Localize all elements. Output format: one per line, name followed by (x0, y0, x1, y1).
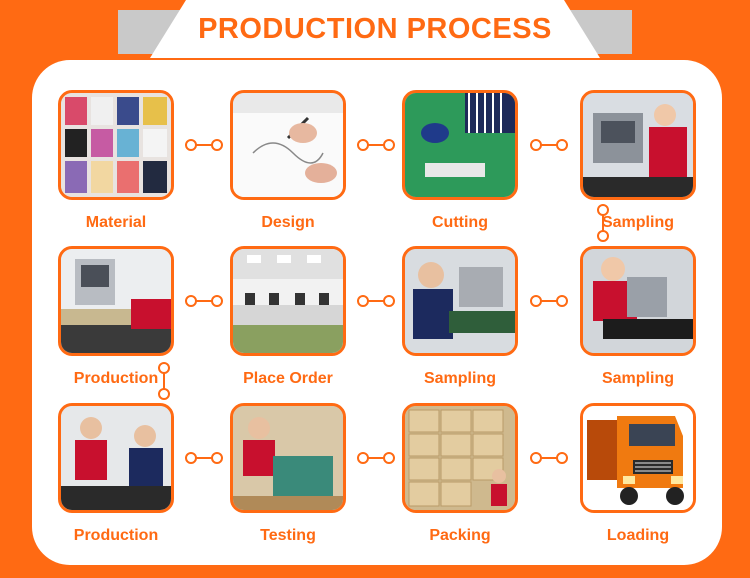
production-photo (58, 246, 174, 356)
connector-arrow (357, 451, 395, 465)
connector-arrow (157, 362, 171, 400)
truck-icon (583, 406, 693, 510)
banner-plate: PRODUCTION PROCESS (150, 0, 600, 58)
step-production-2: Production (58, 403, 174, 544)
step-label: Packing (429, 527, 491, 544)
connector-arrow (185, 451, 223, 465)
step-label: Place Order (243, 370, 333, 387)
step-label: Material (85, 214, 147, 231)
step-testing: Testing (230, 403, 346, 544)
step-cutting: Cutting (402, 90, 518, 231)
step-place-order: Place Order (230, 246, 346, 387)
sampling-photo (580, 90, 696, 200)
step-label: Cutting (432, 214, 488, 231)
header-banner: PRODUCTION PROCESS (0, 0, 750, 60)
step-design: Design (230, 90, 346, 231)
connector-arrow (357, 138, 395, 152)
connector-arrow (357, 294, 395, 308)
step-label: Sampling (601, 214, 674, 231)
packing-photo (402, 403, 518, 513)
loading-photo (580, 403, 696, 513)
step-label: Design (261, 214, 315, 231)
connector-arrow (530, 294, 568, 308)
sampling-photo (402, 246, 518, 356)
step-label: Sampling (601, 370, 674, 387)
step-material: Material (58, 90, 174, 231)
step-label: Loading (606, 527, 670, 544)
step-sampling-2: Sampling (402, 246, 518, 387)
material-photo (58, 90, 174, 200)
step-loading: Loading (580, 403, 696, 544)
step-label: Production (73, 527, 159, 544)
design-photo (230, 90, 346, 200)
sampling-photo (580, 246, 696, 356)
place-order-photo (230, 246, 346, 356)
connector-arrow (530, 451, 568, 465)
step-sampling-3: Sampling (580, 246, 696, 387)
step-label: Sampling (423, 370, 496, 387)
connector-arrow (530, 138, 568, 152)
connector-arrow (596, 204, 610, 242)
cutting-photo (402, 90, 518, 200)
step-production-1: Production (58, 246, 174, 387)
step-packing: Packing (402, 403, 518, 544)
testing-photo (230, 403, 346, 513)
page-title: PRODUCTION PROCESS (198, 12, 552, 45)
connector-arrow (185, 294, 223, 308)
production-photo (58, 403, 174, 513)
step-sampling-1: Sampling (580, 90, 696, 231)
step-label: Production (73, 370, 159, 387)
connector-arrow (185, 138, 223, 152)
step-label: Testing (260, 527, 316, 544)
